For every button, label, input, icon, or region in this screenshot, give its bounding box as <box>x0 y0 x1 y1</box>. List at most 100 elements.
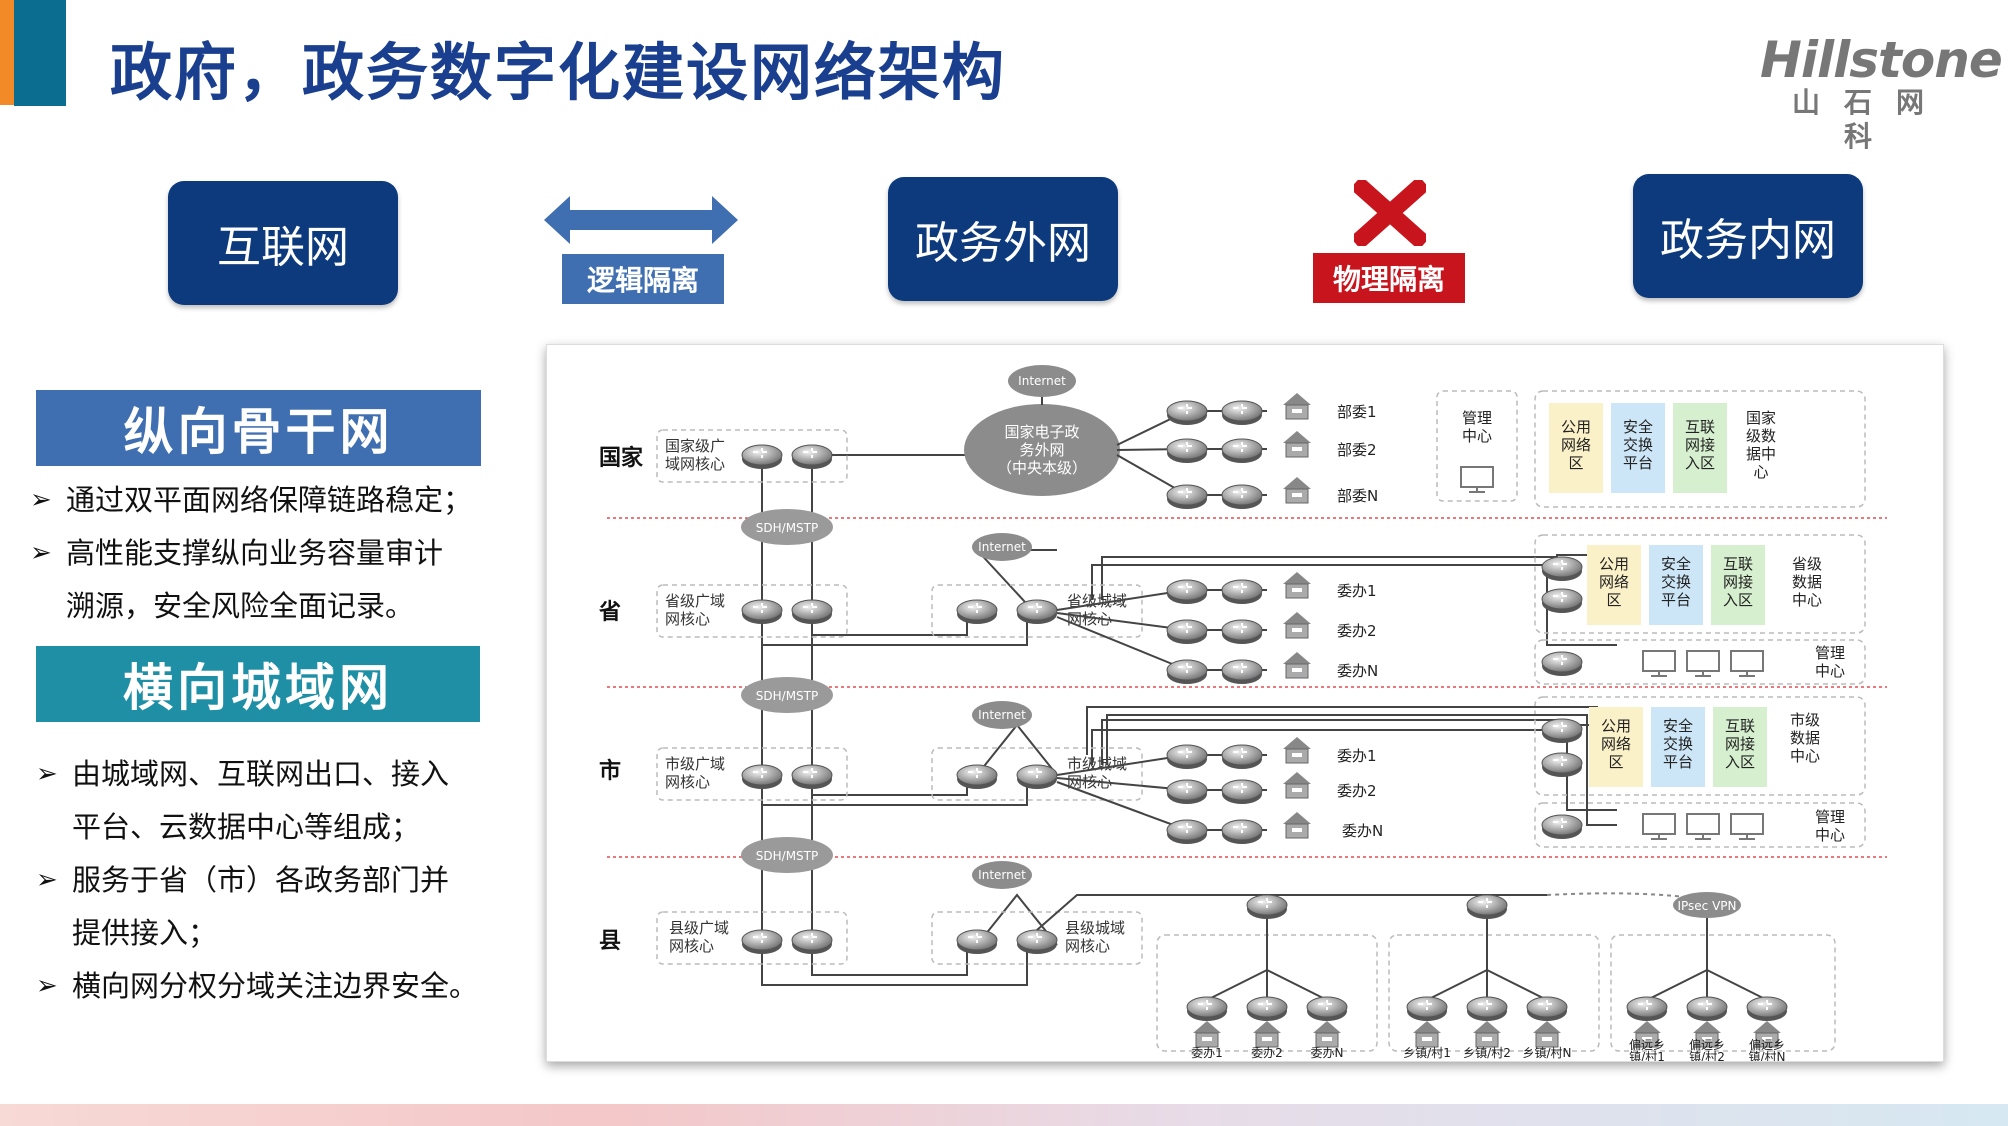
svg-text:委办1: 委办1 <box>1191 1045 1223 1060</box>
svg-text:域网核心: 域网核心 <box>665 455 725 473</box>
svg-text:委办2: 委办2 <box>1251 1045 1283 1060</box>
central-gov-cloud: 国家电子政 务外网 （中央本级） <box>964 397 1120 496</box>
level-county: 县 <box>599 929 621 954</box>
svg-text:乡镇/村1: 乡镇/村1 <box>1403 1046 1451 1060</box>
svg-text:乡镇/村N: 乡镇/村N <box>1522 1046 1571 1060</box>
internet-box: 互联网 <box>168 181 398 305</box>
bullet-item: ➢高性能支撑纵向业务容量审计 <box>30 527 500 580</box>
svg-text:市级城域: 市级城域 <box>1067 755 1127 773</box>
bullet-item: ➢服务于省（市）各政务部门并 <box>36 854 506 907</box>
svg-text:SDH/MSTP: SDH/MSTP <box>756 689 818 703</box>
bullet-arrow-icon: ➢ <box>36 865 58 895</box>
svg-text:Internet: Internet <box>978 540 1026 554</box>
svg-text:管理: 管理 <box>1815 808 1845 826</box>
title-accent-bar <box>0 0 18 105</box>
svg-text:部委N: 部委N <box>1337 487 1378 505</box>
svg-text:交换: 交换 <box>1663 735 1693 753</box>
svg-text:委办2: 委办2 <box>1337 622 1377 640</box>
svg-text:中心: 中心 <box>1815 826 1845 844</box>
svg-text:SDH/MSTP: SDH/MSTP <box>756 521 818 535</box>
svg-text:网核心: 网核心 <box>665 773 710 791</box>
title-bar <box>14 0 66 106</box>
svg-text:数据: 数据 <box>1792 573 1822 591</box>
svg-text:公用: 公用 <box>1561 418 1591 436</box>
svg-text:镇/村2: 镇/村2 <box>1689 1050 1725 1061</box>
svg-text:入区: 入区 <box>1725 753 1755 771</box>
svg-text:SDH/MSTP: SDH/MSTP <box>756 849 818 863</box>
svg-text:国家电子政: 国家电子政 <box>1004 423 1079 441</box>
vertical-bullets: ➢通过双平面网络保障链路稳定； ➢高性能支撑纵向业务容量审计 溯源，安全风险全面… <box>30 474 500 633</box>
network-architecture-diagram: 国家 省 市 县 <box>546 344 1944 1064</box>
svg-text:入区: 入区 <box>1685 454 1715 472</box>
bullet-arrow-icon: ➢ <box>36 759 58 789</box>
svg-text:安全: 安全 <box>1661 555 1691 573</box>
logo-cn: 山石网科 <box>1791 86 1948 153</box>
svg-text:部委1: 部委1 <box>1337 403 1377 421</box>
svg-text:市级: 市级 <box>1790 711 1820 729</box>
svg-text:网核心: 网核心 <box>1065 937 1110 955</box>
svg-text:Internet: Internet <box>978 708 1026 722</box>
physical-isolation-tag: 物理隔离 <box>1313 253 1465 303</box>
svg-text:网接: 网接 <box>1725 735 1755 753</box>
svg-text:偏远乡: 偏远乡 <box>1749 1037 1785 1052</box>
svg-text:偏远乡: 偏远乡 <box>1689 1037 1725 1052</box>
svg-text:中心: 中心 <box>1462 427 1492 445</box>
svg-text:委办1: 委办1 <box>1337 582 1377 600</box>
svg-text:据中: 据中 <box>1746 445 1776 463</box>
svg-text:安全: 安全 <box>1623 418 1653 436</box>
svg-text:交换: 交换 <box>1661 573 1691 591</box>
bullet-arrow-icon: ➢ <box>30 538 52 568</box>
svg-text:管理: 管理 <box>1462 409 1492 427</box>
svg-text:县级城域: 县级城域 <box>1065 919 1125 937</box>
svg-text:区: 区 <box>1568 454 1583 472</box>
svg-text:省级广域: 省级广域 <box>665 592 725 610</box>
gov-external-box: 政务外网 <box>888 177 1118 301</box>
bullet-item: ➢横向网分权分域关注边界安全。 <box>36 960 506 1013</box>
logic-isolation-tag: 逻辑隔离 <box>562 254 724 304</box>
svg-text:网络: 网络 <box>1561 436 1591 454</box>
svg-text:镇/村N: 镇/村N <box>1748 1050 1785 1061</box>
svg-text:网核心: 网核心 <box>669 937 714 955</box>
svg-text:委办N: 委办N <box>1342 822 1383 840</box>
svg-text:平台: 平台 <box>1623 454 1653 472</box>
svg-text:互联: 互联 <box>1685 418 1715 436</box>
svg-text:入区: 入区 <box>1723 591 1753 609</box>
bullet-arrow-icon: ➢ <box>36 971 58 1001</box>
bottom-stripe <box>0 1104 2008 1126</box>
svg-text:安全: 安全 <box>1663 717 1693 735</box>
bullet-item: ➢通过双平面网络保障链路稳定； <box>30 474 500 527</box>
svg-text:委办1: 委办1 <box>1337 747 1377 765</box>
logo-en: Hillstone <box>1760 31 2003 89</box>
svg-text:委办N: 委办N <box>1311 1045 1344 1060</box>
svg-text:公用: 公用 <box>1599 555 1629 573</box>
page-title: 政府，政务数字化建设网络架构 <box>110 36 1007 109</box>
svg-text:网核心: 网核心 <box>665 610 710 628</box>
svg-text:国家级广: 国家级广 <box>665 437 725 455</box>
level-national: 国家 <box>599 445 644 471</box>
svg-text:中心: 中心 <box>1792 591 1822 609</box>
svg-text:区: 区 <box>1608 753 1623 771</box>
svg-text:Internet: Internet <box>1018 374 1066 388</box>
svg-text:网络: 网络 <box>1601 735 1631 753</box>
svg-text:（中央本级）: （中央本级） <box>997 459 1087 477</box>
svg-text:务外网: 务外网 <box>1019 441 1064 459</box>
svg-text:中心: 中心 <box>1790 747 1820 765</box>
gov-internal-box: 政务内网 <box>1633 174 1863 298</box>
svg-text:级数: 级数 <box>1746 427 1776 445</box>
horizontal-bullets: ➢由城域网、互联网出口、接入 平台、云数据中心等组成； ➢服务于省（市）各政务部… <box>36 748 506 1013</box>
svg-text:省级: 省级 <box>1792 555 1822 573</box>
internet-clouds: Internet Internet Internet Internet <box>972 365 1076 889</box>
cross-icon <box>1354 180 1426 246</box>
svg-text:公用: 公用 <box>1601 717 1631 735</box>
bullet-arrow-icon: ➢ <box>30 485 52 515</box>
svg-text:心: 心 <box>1753 463 1768 481</box>
svg-text:县级广域: 县级广域 <box>669 919 729 937</box>
svg-text:网接: 网接 <box>1685 436 1715 454</box>
svg-text:委办N: 委办N <box>1337 662 1378 680</box>
svg-text:平台: 平台 <box>1661 591 1691 609</box>
svg-text:互联: 互联 <box>1723 555 1753 573</box>
hillstone-logo: Hillstone 山石网科 <box>1760 31 2003 154</box>
vertical-backbone-heading: 纵向骨干网 <box>36 390 481 466</box>
svg-text:数据: 数据 <box>1790 729 1820 747</box>
svg-text:IPsec VPN: IPsec VPN <box>1677 899 1736 913</box>
